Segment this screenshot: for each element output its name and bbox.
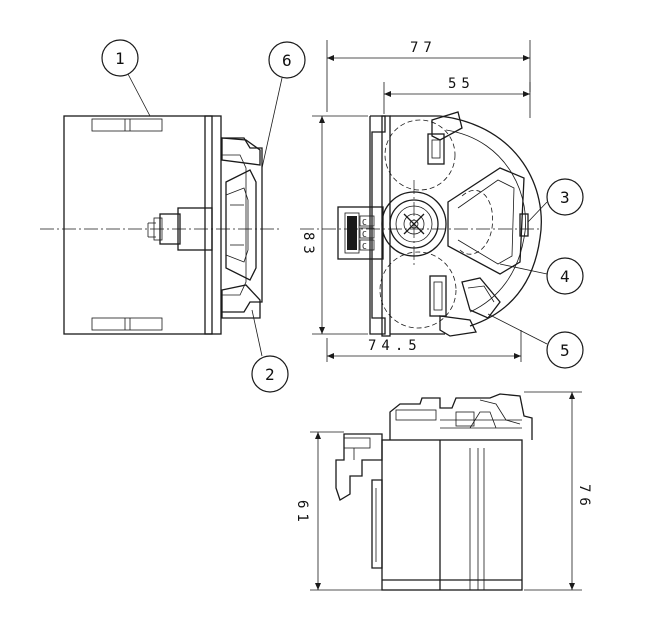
callout-1-circle bbox=[101, 39, 139, 77]
dim-label-77: 77 bbox=[410, 40, 437, 56]
dim-label-74-5: 74.5 bbox=[368, 338, 422, 354]
callout-4-circle bbox=[546, 257, 584, 295]
callout-6-label: 6 bbox=[282, 51, 292, 70]
dim-label-55: 55 bbox=[448, 76, 475, 92]
dimensions: 77 55 83 74.5 61 76 bbox=[294, 40, 592, 591]
front-view-body bbox=[63, 115, 213, 335]
callout-2-label: 2 bbox=[265, 365, 275, 384]
lever-arm bbox=[447, 167, 525, 275]
front-view-flange bbox=[204, 115, 222, 335]
end-view: C C C bbox=[300, 111, 542, 337]
dim-label-76: 76 bbox=[576, 484, 592, 511]
dim-label-61: 61 bbox=[294, 500, 310, 527]
callout-2-circle bbox=[251, 355, 289, 393]
side-view bbox=[335, 393, 533, 591]
callouts: 1 6 2 3 4 5 bbox=[101, 39, 584, 393]
callout-5-label: 5 bbox=[560, 341, 570, 360]
side-view-body bbox=[381, 439, 523, 591]
connector-mark-3: C bbox=[362, 242, 367, 251]
callout-3-circle bbox=[546, 178, 584, 216]
connector-mark-1: C bbox=[362, 218, 367, 227]
callout-5-circle bbox=[546, 331, 584, 369]
callout-1-label: 1 bbox=[115, 49, 125, 68]
connector-terminal bbox=[347, 216, 357, 250]
dim-label-83: 83 bbox=[300, 232, 316, 259]
front-view bbox=[40, 115, 280, 335]
callout-4-label: 4 bbox=[560, 267, 570, 286]
outer-housing bbox=[439, 115, 542, 327]
callout-6-circle bbox=[268, 41, 306, 79]
callout-3-label: 3 bbox=[560, 188, 570, 207]
connector-mark-2: C bbox=[362, 230, 367, 239]
